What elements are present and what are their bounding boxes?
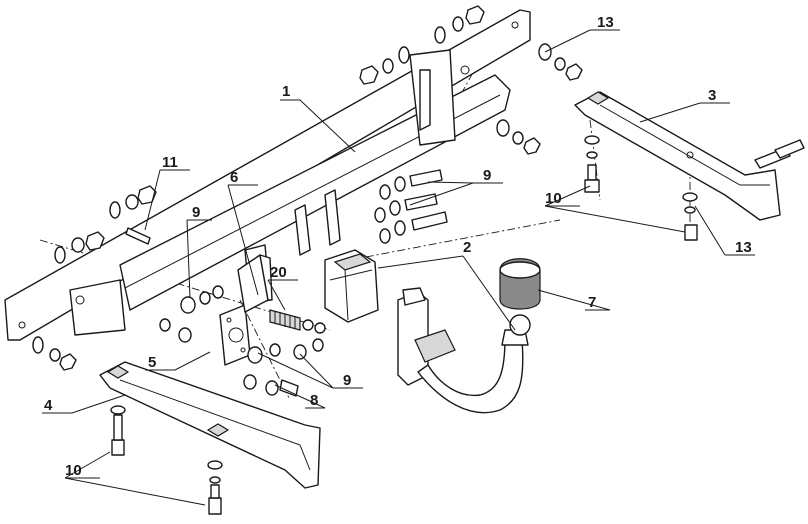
callout-7: 7 [588, 294, 596, 311]
callout-20: 20 [270, 264, 287, 281]
bolts-left-center [125, 227, 324, 397]
socket-housing [324, 249, 379, 323]
bolts-bottom [110, 405, 223, 515]
callout-11: 11 [162, 154, 178, 171]
callout-9-left: 9 [192, 204, 200, 221]
callout-labels: 1 2 3 4 5 6 7 8 9 9 9 10 10 11 13 13 20 [44, 14, 752, 479]
part-6-socket-bracket [237, 254, 273, 313]
hardware-fasteners [32, 5, 805, 515]
callout-2: 2 [463, 239, 471, 256]
callout-9-bottom: 9 [343, 372, 351, 389]
nuts-top-left [54, 185, 157, 264]
callout-10-right: 10 [545, 190, 562, 207]
nuts-bottom-left [32, 336, 77, 371]
callout-9-center: 9 [483, 167, 491, 184]
callout-4: 4 [44, 397, 53, 414]
part-5-mount-plate [219, 304, 251, 366]
callout-13-right: 13 [735, 239, 752, 256]
part-7-ball-cap [499, 258, 541, 310]
callout-8: 8 [310, 392, 318, 409]
part-4-left-bracket [99, 361, 321, 489]
part-20-spring [269, 309, 326, 334]
nuts-top-right [359, 5, 583, 155]
part-2-tow-ball-neck [397, 287, 531, 414]
callout-1: 1 [282, 83, 290, 100]
callout-3: 3 [708, 87, 716, 104]
callout-6: 6 [230, 169, 238, 186]
leader-lines [42, 29, 755, 506]
part-3-right-bracket [574, 91, 781, 221]
callout-5: 5 [148, 354, 156, 371]
callout-10-left: 10 [65, 462, 82, 479]
bolts-center [374, 169, 448, 244]
bolts-right [584, 135, 805, 241]
callout-13-top: 13 [597, 14, 614, 31]
